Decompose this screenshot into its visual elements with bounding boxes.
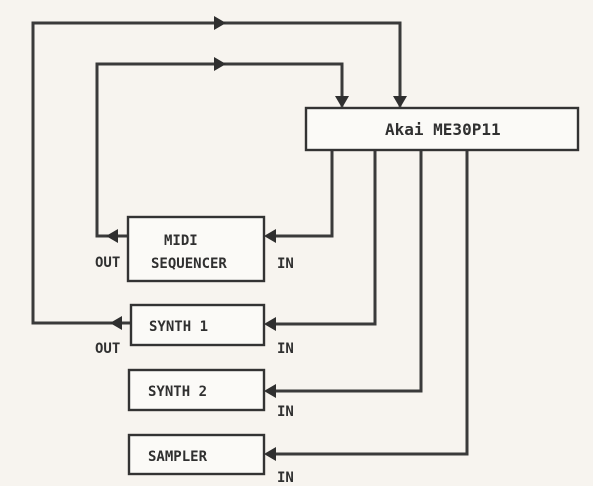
loop-arrow-right-2: [214, 57, 226, 71]
router-outputs: [264, 148, 469, 461]
synth1-box: SYNTH 1 OUT IN: [95, 303, 294, 357]
synth1-out-arrow: [110, 316, 122, 330]
sequencer-in-label: IN: [277, 256, 294, 272]
synth1-out-loop: [31, 16, 407, 330]
synth2-label: SYNTH 2: [148, 384, 207, 400]
sampler-label: SAMPLER: [148, 449, 208, 465]
sampler-in-label: IN: [277, 470, 294, 486]
synth1-out-label: OUT: [95, 341, 120, 357]
loop-arrow-right-1: [214, 16, 226, 30]
synth1-in-arrow: [264, 317, 276, 331]
synth1-in-label: IN: [277, 341, 294, 357]
synth2-box: SYNTH 2 IN: [127, 368, 294, 420]
sequencer-out-arrow: [106, 229, 118, 243]
sequencer-label-line1: MIDI: [164, 233, 198, 249]
router-input-arrow-right: [393, 96, 407, 108]
router-input-arrow-left: [335, 96, 349, 108]
sequencer-out-label: OUT: [95, 255, 120, 271]
sampler-box: SAMPLER IN: [127, 433, 294, 486]
sequencer-in-arrow: [264, 229, 276, 243]
sequencer-box: MIDI SEQUENCER OUT IN: [95, 215, 294, 283]
sampler-in-arrow: [264, 447, 276, 461]
router-label: Akai ME30P11: [385, 120, 501, 139]
synth2-in-arrow: [264, 384, 276, 398]
sequencer-out-loop: [95, 57, 349, 243]
router-box: Akai ME30P11: [304, 106, 580, 152]
synth1-label: SYNTH 1: [149, 319, 208, 335]
synth2-in-label: IN: [277, 404, 294, 420]
sequencer-label-line2: SEQUENCER: [151, 256, 227, 272]
